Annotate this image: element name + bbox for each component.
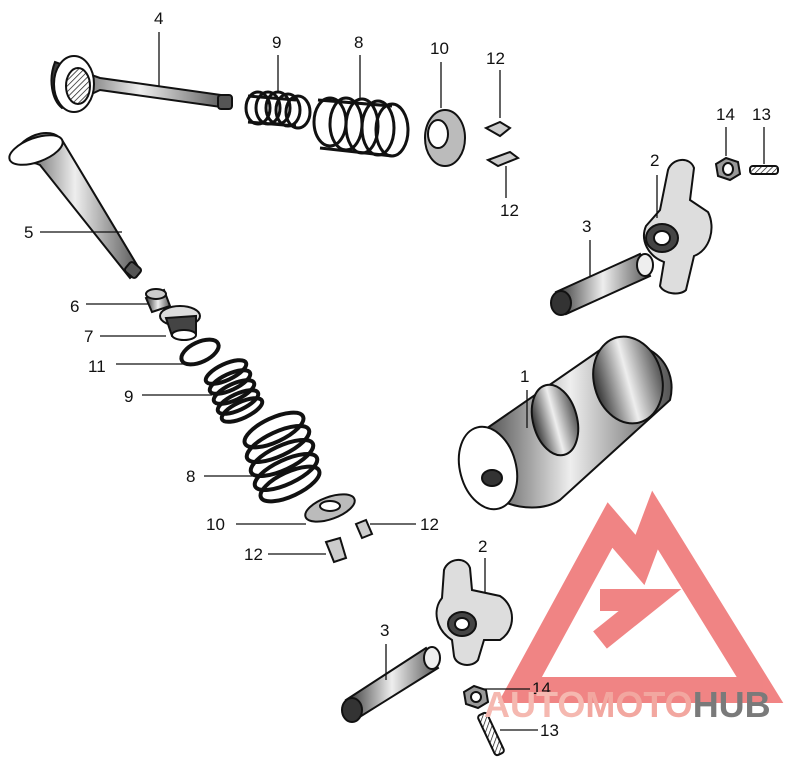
part-number-label: 4 <box>154 9 163 28</box>
part-number-label: 8 <box>186 467 195 486</box>
part-number-label: 5 <box>24 223 33 242</box>
part-number-label: 12 <box>500 201 519 220</box>
part-11-washer <box>179 337 221 367</box>
part-1-camshaft <box>457 335 673 511</box>
part-number-label: 14 <box>532 679 551 698</box>
part-9-inner-spring-lower <box>203 358 265 424</box>
part-10-retainer-top <box>424 109 466 167</box>
part-number-label: 7 <box>84 327 93 346</box>
part-number-label: 12 <box>420 515 439 534</box>
watermark-auto: AUTO <box>484 684 585 725</box>
part-12-cotters-lower <box>324 518 374 564</box>
part-14-nut-top <box>714 156 742 182</box>
watermark-logo <box>498 490 784 703</box>
part-2-rocker-top <box>643 159 713 295</box>
part-5-valve <box>8 131 142 280</box>
part-7-spring-seat <box>159 305 201 341</box>
part-4-valve <box>50 55 233 113</box>
part-number-label: 12 <box>244 545 263 564</box>
part-2-rocker-lower <box>435 559 513 666</box>
part-10-retainer-lower <box>304 493 356 523</box>
part-number-label: 9 <box>272 33 281 52</box>
part-number-label: 11 <box>88 357 106 376</box>
part-number-label: 6 <box>70 297 79 316</box>
part-number-label: 2 <box>650 151 659 170</box>
part-3-shaft-top <box>550 252 654 316</box>
part-number-label: 8 <box>354 33 363 52</box>
watermark-hub: HUB <box>693 684 771 725</box>
watermark-text: AUTOMOTOHUB <box>484 684 771 725</box>
part-number-label: 12 <box>486 49 505 68</box>
part-number-label: 9 <box>124 387 133 406</box>
part-callouts: 4 9 8 10 12 12 14 13 2 3 5 67 11 9 1 8 10 12 12 2 3 14 13 <box>24 9 771 740</box>
part-8-outer-spring-top <box>312 96 410 158</box>
part-number-label: 2 <box>478 537 487 556</box>
part-6-stem-seal <box>144 288 172 314</box>
part-number-label: 10 <box>206 515 225 534</box>
part-number-label: 10 <box>430 39 449 58</box>
part-3-shaft-lower <box>341 646 441 723</box>
part-number-label: 3 <box>582 217 591 236</box>
watermark-moto: MOTO <box>585 684 692 725</box>
part-number-label: 13 <box>752 105 771 124</box>
part-8-outer-spring-lower <box>242 410 322 504</box>
part-9-inner-spring-top <box>244 90 312 130</box>
part-number-label: 14 <box>716 105 735 124</box>
part-12-cotters-top <box>483 120 521 168</box>
part-13-screw-lower <box>477 711 505 757</box>
part-number-label: 13 <box>540 721 559 740</box>
part-number-label: 3 <box>380 621 389 640</box>
part-14-nut-lower <box>462 684 490 710</box>
part-13-screw-top <box>749 165 779 175</box>
part-number-label: 1 <box>520 367 529 386</box>
